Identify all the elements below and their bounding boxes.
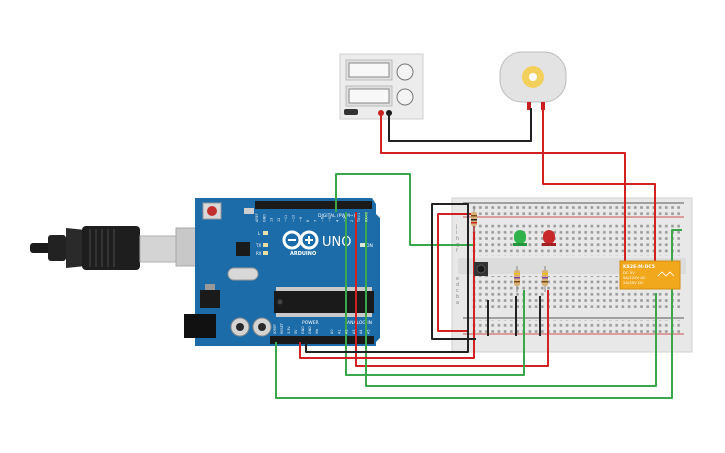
relay-module[interactable]: KS2E-M-DC5 DC 5V 5A/125V AC 2A/30V DC [619, 260, 681, 290]
digital-pin-label-4: ~11 [284, 215, 288, 222]
relay-dc-rating-text: 2A/30V DC [623, 280, 644, 285]
analog-pin-label-2: A2 [345, 330, 349, 334]
push-button[interactable] [474, 262, 488, 276]
digital-pin-label-15: RX<0 [365, 212, 369, 222]
analog-pin-label-5: A5 [367, 330, 371, 334]
voltage-display [348, 62, 390, 78]
analog-label: ANALOG IN [347, 320, 372, 326]
wire-green-pin-to-led[interactable] [345, 212, 525, 376]
dc-power-supply[interactable] [339, 53, 424, 120]
arduino-logo-icon [282, 230, 319, 250]
digital-pin-label-1: GND [262, 214, 266, 222]
relay-model-text: KS2E-M-DC5 [623, 264, 655, 270]
relay-symbol-icon [657, 271, 675, 277]
wire-green-long-bottom[interactable] [275, 229, 682, 399]
power-pin-label-3: 5V [294, 329, 298, 334]
usb-chip [236, 242, 250, 256]
capacitor-1 [236, 323, 244, 331]
power-analog-header[interactable] [270, 336, 374, 344]
digital-label: DIGITAL (PWM~) [318, 213, 356, 219]
digital-pin-label-13: 2 [350, 220, 354, 222]
resistor-led-green[interactable] [514, 266, 520, 292]
row-label-h: h [456, 236, 459, 242]
wire-supply-red[interactable] [380, 113, 626, 261]
analog-pin-label-3: A3 [352, 330, 356, 334]
row-label-c: c [456, 288, 459, 294]
resistor-pullup[interactable] [471, 206, 477, 232]
digital-pin-label-12: ~3 [343, 217, 347, 222]
tx-led-label: TX [255, 243, 261, 248]
arduino-brand-text: ARDUINO [290, 251, 316, 257]
analog-pin-label-4: A4 [359, 330, 363, 334]
led-red[interactable] [542, 230, 556, 246]
arduino-uno-board[interactable]: UNO ARDUINO DIGITAL (PWM~) ANALOG IN POW… [184, 198, 380, 346]
row-label-i: i [456, 230, 457, 236]
row-label-j: j [455, 224, 457, 230]
voltage-regulator [200, 290, 220, 308]
uno-logo-text: UNO [322, 235, 351, 250]
digital-pin-label-0: AREF [255, 213, 259, 222]
power-pin-label-4: GND [301, 326, 305, 334]
resistor-led-red[interactable] [542, 266, 548, 292]
analog-pin-label-0: A0 [330, 330, 334, 334]
led-green[interactable] [513, 230, 527, 246]
row-label-e: e [456, 276, 459, 282]
wire-black-gnd-rail[interactable] [305, 203, 476, 353]
digital-pin-label-14: TX>1 [357, 213, 361, 223]
digital-pin-label-11: 4 [335, 220, 339, 222]
wire-green-relay-signal[interactable] [365, 212, 657, 387]
atmega-chip [274, 291, 374, 313]
digital-pin-label-8: 7 [313, 220, 317, 222]
relay-ac-rating-text: 5A/125V AC [623, 275, 646, 280]
crystal-oscillator [227, 267, 259, 281]
current-display [348, 88, 390, 104]
digital-pin-label-7: 8 [306, 220, 310, 222]
current-knob[interactable] [396, 88, 414, 106]
row-label-b: b [456, 294, 459, 300]
digital-pin-label-5: ~10 [292, 215, 296, 222]
digital-pin-label-10: ~5 [328, 217, 332, 222]
row-label-d: d [456, 282, 459, 288]
on-label: ON [366, 243, 373, 249]
relay-voltage-text: DC 5V [623, 270, 635, 275]
capacitor-2 [258, 323, 266, 331]
l-led-label: L [258, 231, 261, 236]
row-label-f: f [456, 248, 458, 254]
row-label-a: a [456, 300, 459, 306]
rx-led-label: RX [256, 251, 262, 256]
voltage-knob[interactable] [396, 63, 414, 81]
analog-pin-label-1: A1 [337, 330, 341, 334]
power-pin-label-5: GND [308, 326, 312, 334]
power-pin-label-0: IOREF [273, 324, 277, 334]
digital-pin-label-9: ~6 [321, 217, 325, 222]
digital-header[interactable] [255, 201, 372, 209]
digital-pin-label-2: 13 [270, 218, 274, 222]
wire-motor-red[interactable] [542, 108, 656, 261]
wire-supply-black[interactable] [388, 108, 532, 142]
usb-cable[interactable] [30, 226, 197, 270]
power-pin-label-1: RESET [280, 322, 284, 334]
reset-button[interactable] [207, 206, 217, 216]
power-pin-label-2: 3.3V [287, 326, 291, 334]
dc-motor[interactable] [499, 51, 567, 110]
wire-red-pin-to-led[interactable] [355, 212, 549, 367]
power-label: POWER [302, 320, 319, 326]
digital-pin-label-6: ~9 [299, 217, 303, 222]
dc-power-jack[interactable] [184, 314, 216, 338]
digital-pin-label-3: 12 [277, 218, 281, 222]
power-pin-label-6: Vin [315, 329, 319, 334]
